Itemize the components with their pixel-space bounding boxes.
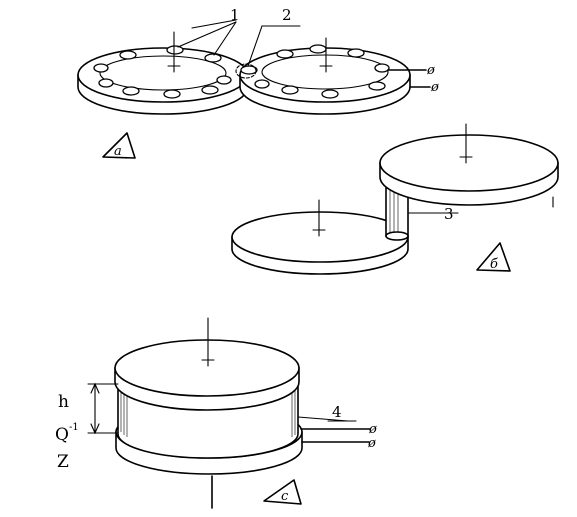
panel-label-triangle-a — [102, 132, 136, 159]
connecting-rod — [385, 187, 409, 241]
lower-plate — [231, 199, 409, 275]
callout-4-label: 4 — [332, 403, 342, 421]
q-exponent-label: -1 — [69, 422, 79, 433]
panel-label-c: c — [281, 489, 289, 504]
overlap-highlight — [235, 63, 257, 79]
terminal-mark-lower: ø — [367, 436, 376, 451]
top-disc — [114, 317, 300, 411]
right-ring-disc — [239, 37, 411, 115]
hole-marker — [368, 81, 386, 91]
hole-marker — [276, 49, 294, 59]
hole-marker — [309, 44, 327, 54]
panel-label-triangle-c — [263, 479, 302, 505]
height-label: h — [58, 392, 69, 412]
figure-a: 1 2 ø ø a — [77, 6, 439, 159]
hole-marker — [163, 89, 181, 99]
hole-marker — [374, 63, 390, 73]
hole-marker — [254, 79, 270, 89]
terminal-mark-upper: ø — [426, 63, 435, 78]
hole-marker — [204, 53, 222, 63]
figure-c: h Q -1 Z 4 ø ø c — [55, 317, 377, 509]
hole-marker — [98, 78, 114, 88]
hole-marker — [281, 85, 299, 95]
panel-label-a: a — [114, 144, 122, 159]
z-label: Z — [57, 452, 69, 472]
height-dimension — [87, 382, 119, 435]
q-label: Q — [55, 425, 69, 445]
hole-marker — [93, 63, 109, 73]
hole-marker — [240, 65, 258, 75]
callout-4-leader — [297, 416, 349, 422]
callout-2-label: 2 — [282, 6, 292, 24]
hole-marker — [321, 89, 339, 99]
callout-1-label: 1 — [230, 6, 240, 24]
panel-label-triangle-b — [476, 242, 511, 272]
upper-plate — [379, 123, 559, 208]
terminal-mark-lower: ø — [430, 80, 439, 95]
panel-label-b: б — [490, 257, 498, 272]
hole-marker — [216, 75, 232, 85]
hole-marker — [122, 86, 140, 96]
callout-3-label: 3 — [444, 205, 454, 223]
hole-marker — [201, 85, 219, 95]
left-ring-disc — [77, 31, 249, 115]
figure-b: 3 б — [231, 123, 559, 275]
hole-marker — [119, 50, 137, 60]
callout-1-leader — [191, 19, 237, 29]
hole-marker — [166, 45, 184, 55]
terminal-mark-upper: ø — [368, 422, 377, 437]
hole-marker — [347, 48, 365, 58]
